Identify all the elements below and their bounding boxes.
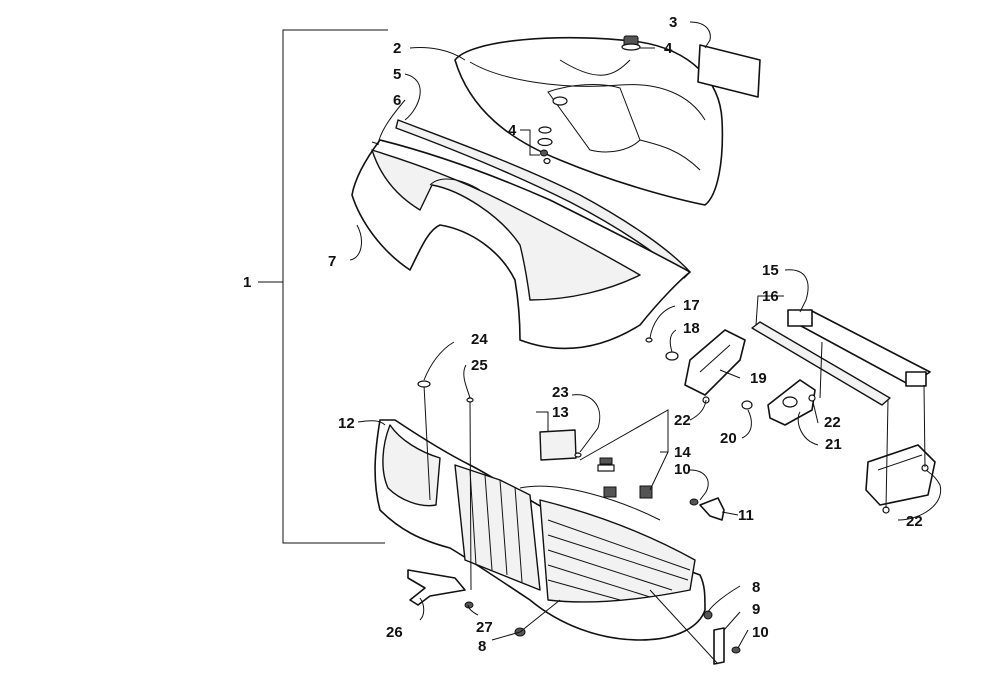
callout-27: 27	[476, 619, 493, 636]
callout-8-right: 8	[752, 579, 760, 596]
callout-26: 26	[386, 624, 403, 641]
latch-plate	[865, 444, 936, 506]
callout-16: 16	[762, 288, 779, 305]
callout-9: 9	[752, 601, 760, 618]
callout-5: 5	[393, 66, 401, 83]
callout-18: 18	[683, 320, 700, 337]
lower-tub	[374, 419, 706, 641]
callout-8-left: 8	[478, 638, 486, 655]
decal-plate	[697, 44, 761, 98]
callout-13: 13	[552, 404, 569, 421]
callout-19: 19	[750, 370, 767, 387]
side-bracket	[684, 329, 746, 396]
callout-17: 17	[683, 297, 700, 314]
callout-20: 20	[720, 430, 737, 447]
latch-kit	[597, 457, 653, 499]
fill-cap	[621, 35, 641, 51]
callout-22-mid: 22	[824, 414, 841, 431]
latch-hardware	[537, 126, 553, 165]
mounting-bracket	[751, 309, 931, 406]
callout-23: 23	[552, 384, 569, 401]
callout-7: 7	[328, 253, 336, 270]
rear-box-lid	[454, 36, 724, 206]
callout-11: 11	[738, 507, 754, 524]
support-bracket	[407, 569, 466, 606]
callout-21: 21	[825, 436, 842, 453]
callout-3: 3	[669, 14, 677, 31]
callout-10-lower: 10	[752, 624, 769, 641]
fasteners	[417, 337, 929, 654]
assembly-bracket	[258, 29, 388, 544]
callout-25: 25	[471, 357, 488, 374]
callout-4-hardware: 4	[508, 122, 517, 139]
callout-14: 14	[674, 444, 691, 461]
leader-lines	[349, 21, 942, 665]
strap-bracket	[713, 627, 725, 665]
callout-2: 2	[393, 40, 401, 57]
callout-22-right: 22	[906, 513, 923, 530]
callout-22-left: 22	[674, 412, 691, 429]
small-bracket	[699, 497, 725, 521]
label-plate	[539, 429, 577, 461]
hinge-bracket	[767, 379, 816, 426]
upper-tub	[351, 139, 691, 350]
callout-4-cap: 4	[664, 40, 673, 57]
callout-24: 24	[471, 331, 488, 348]
callout-12: 12	[338, 415, 355, 432]
callout-6: 6	[393, 92, 401, 109]
callout-10-upper: 10	[674, 461, 691, 478]
callout-1: 1	[243, 274, 251, 291]
callout-15: 15	[762, 262, 779, 279]
callout-labels: 1 2 3 4 4 5 6 7 8 8 9 10 10 11 12 13 14 …	[243, 14, 923, 655]
